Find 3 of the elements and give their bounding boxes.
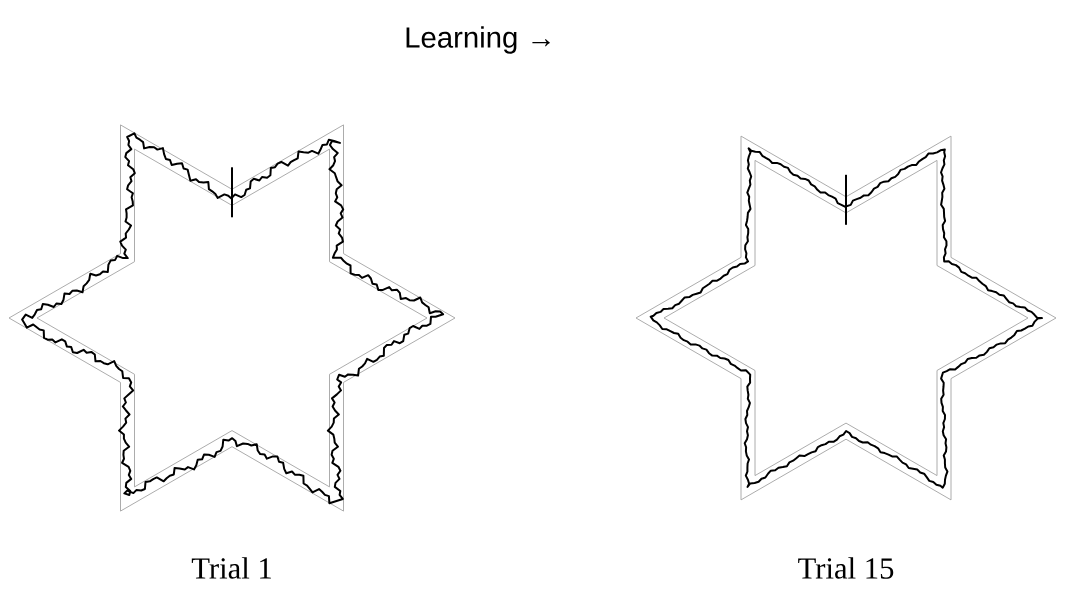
- caption: Trial 15: [798, 557, 894, 579]
- caption: Trial 1: [191, 557, 271, 579]
- heading: Learning →: [406, 26, 550, 54]
